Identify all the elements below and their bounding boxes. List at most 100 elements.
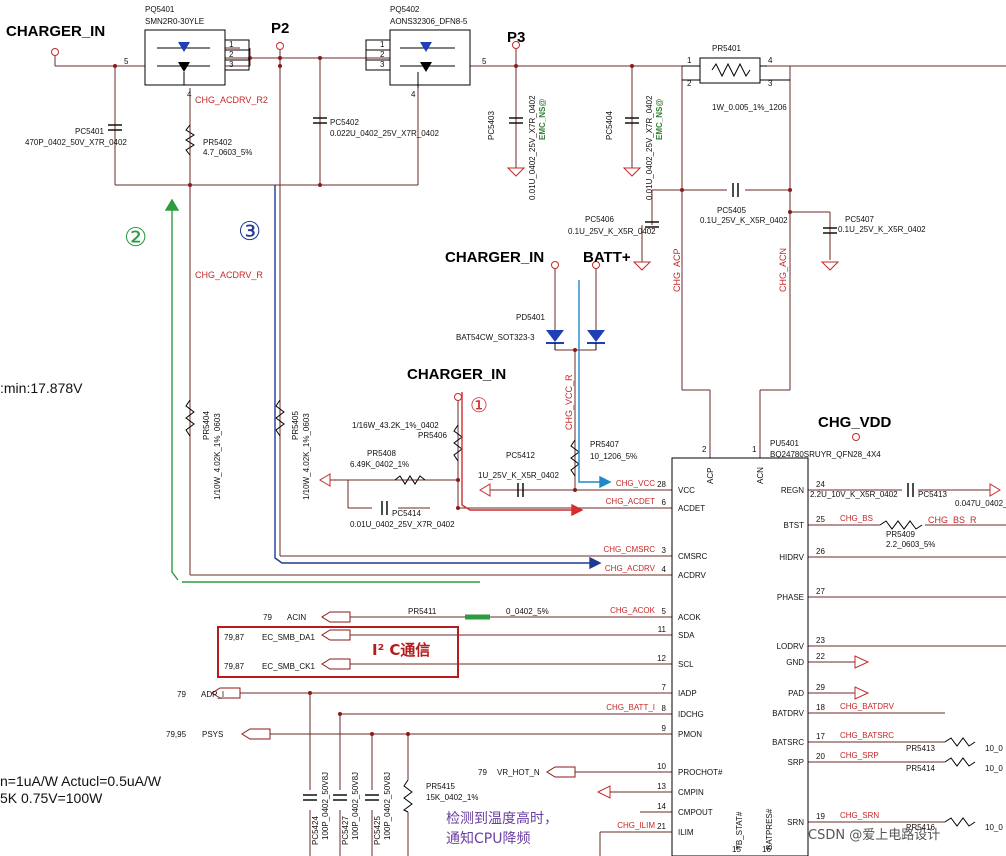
net-chg-vcc-r: CHG_VCC_R: [564, 374, 574, 430]
ic-pin-name: ACOK: [678, 613, 701, 622]
pr5414-ref: PR5414: [906, 764, 935, 773]
ic-pin-name: IADP: [678, 689, 697, 698]
port-sheet-ref: 79,87: [224, 633, 245, 642]
pr5408-ref: PR5408: [367, 449, 396, 458]
pc5425-part: 100P_0402_50V8J: [383, 772, 392, 840]
ground-symbols: [319, 167, 1001, 799]
ic-pin-name: PROCHOT#: [678, 768, 723, 777]
p2-label: P2: [271, 20, 289, 37]
pr5404-part: 1/10W_4.02K_1%_0603: [213, 413, 222, 500]
pr5405-part: 1/10W_4.02K_1%_0603: [302, 413, 311, 500]
ic-pin-num: 25: [816, 515, 825, 524]
ic-pin-num: 20: [816, 752, 825, 761]
ic-pin-num: 15: [732, 845, 741, 854]
pq5401-ref: PQ5401: [145, 5, 175, 14]
pq5402-ref: PQ5402: [390, 5, 420, 14]
ic-pin-num: 19: [816, 812, 825, 821]
port-sheet-ref: 79,87: [224, 662, 245, 671]
ic-pin-num: 10: [657, 762, 666, 771]
pc5407-part: 0.1U_25V_K_X5R_0402: [838, 225, 926, 234]
ic-pin-name: SCL: [678, 660, 694, 669]
chg-vdd-label: CHG_VDD: [818, 414, 892, 431]
ic-pin-num: 14: [657, 802, 666, 811]
wires: [54, 47, 1006, 856]
pc5407-ref: PC5407: [845, 215, 874, 224]
pr5408-part: 6.49K_0402_1%: [350, 460, 409, 469]
ic-pin-num: 1: [752, 445, 757, 454]
charger-in-low-label: CHARGER_IN: [407, 366, 506, 383]
svg-text:2: 2: [380, 50, 385, 59]
pr5413-part: 10_0: [985, 744, 1003, 753]
charger-in-mid-label: CHARGER_IN: [445, 249, 544, 266]
ic-pin-name: PHASE: [777, 593, 804, 602]
pr5401-part: 1W_0.005_1%_1206: [712, 103, 787, 112]
pc5402-ref: PC5402: [330, 118, 359, 127]
net-chg-bs-r: CHG_BS_R: [928, 515, 977, 525]
pr5407-ref: PR5407: [590, 440, 619, 449]
ic-pin-name: ILIM: [678, 828, 694, 837]
ic-pin-num: 13: [657, 782, 666, 791]
bottom-note-1: n=1uA/W Actucl=0.5uA/W: [0, 773, 162, 789]
pr5402-part: 4.7_0603_5%: [203, 148, 252, 157]
ic-pin-num: 12: [657, 654, 666, 663]
ic-pin-name: SRN: [787, 818, 804, 827]
ic-pin-num: 28: [657, 480, 666, 489]
ic-pin-net: CHG_ACOK: [610, 606, 656, 615]
svg-text:1: 1: [380, 40, 385, 49]
annotations: ① ② ③ I² C通信 检测到温度高时， 通知CPU降频 CSDN @爱上电路…: [124, 217, 940, 847]
pr5416-ref: PR5416: [906, 823, 935, 832]
resistor-symbols: [185, 124, 976, 827]
ic-pins: 28VCCCHG_VCC6ACDETCHG_ACDET3CMSRCCHG_CMS…: [603, 445, 894, 854]
ic-pin-name: ACP: [706, 468, 715, 484]
ic-pin-num: 4: [662, 565, 667, 574]
ic-pin-net: CHG_SRN: [840, 811, 879, 820]
net-chg-acn: CHG_ACN: [778, 248, 788, 292]
svg-text:4: 4: [411, 90, 416, 99]
svg-text:5: 5: [124, 57, 129, 66]
mosfet-pq5401[interactable]: 123 54: [124, 29, 250, 99]
ic-pin-name: BATDRV: [772, 709, 804, 718]
pc5401-part: 470P_0402_50V_X7R_0402: [25, 138, 127, 147]
ic-pin-num: 6: [662, 498, 667, 507]
ic-pin-name: LODRV: [777, 642, 805, 651]
diode-pd5401[interactable]: [546, 330, 605, 350]
annotation-arrows: [164, 185, 612, 583]
pc5406-ref: PC5406: [585, 215, 614, 224]
pc5404-ref: PC5404: [605, 111, 614, 140]
ic-pin-name: HIDRV: [779, 553, 804, 562]
ic-pin-num: 2: [702, 445, 707, 454]
pc5413-ref: PC5413: [918, 490, 947, 499]
pc5403-emc-tag: EMC_NS@: [538, 99, 547, 140]
ic-pin-name: PMON: [678, 730, 702, 739]
svg-text:1: 1: [229, 40, 234, 49]
ic-pin-num: 3: [662, 546, 667, 555]
pc5412-part: 1U_25V_K_X5R_0402: [478, 471, 560, 480]
pc5414-ref: PC5414: [392, 509, 421, 518]
svg-text:3: 3: [768, 79, 773, 88]
port-name: PSYS: [202, 730, 223, 739]
capacitor-symbols: [108, 117, 914, 801]
pc5425-label: PC5425: [373, 816, 382, 845]
ic-pin-name: PAD: [788, 689, 804, 698]
pc5406-part: 0.1U_25V_K_X5R_0402: [568, 227, 656, 236]
net-chg-acdrv-r: CHG_ACDRV_R: [195, 270, 263, 280]
ic-pin-num: 23: [816, 636, 825, 645]
pr5415-part: 15K_0402_1%: [426, 793, 479, 802]
mosfet-pq5402[interactable]: 123 54: [365, 29, 487, 99]
port-sheet-ref: 79: [177, 690, 186, 699]
pr5405-ref: PR5405: [291, 411, 300, 440]
circle-2-annotation: ②: [124, 223, 147, 253]
pr5406-part: 1/16W_43.2K_1%_0402: [352, 421, 439, 430]
ic-pin-name: TB_STAT#: [735, 811, 744, 850]
ic-pin-num: 26: [816, 547, 825, 556]
ic-pin-num: 18: [816, 703, 825, 712]
ic-ref: PU5401: [770, 439, 799, 448]
pr5404-ref: PR5404: [202, 411, 211, 440]
ic-pin-num: 11: [658, 625, 667, 634]
ic-pu5401-body[interactable]: [671, 457, 809, 856]
svg-text:4: 4: [768, 56, 773, 65]
port-sheet-ref: 79: [478, 768, 487, 777]
ic-part: BQ24780SRUYR_QFN28_4X4: [770, 450, 881, 459]
